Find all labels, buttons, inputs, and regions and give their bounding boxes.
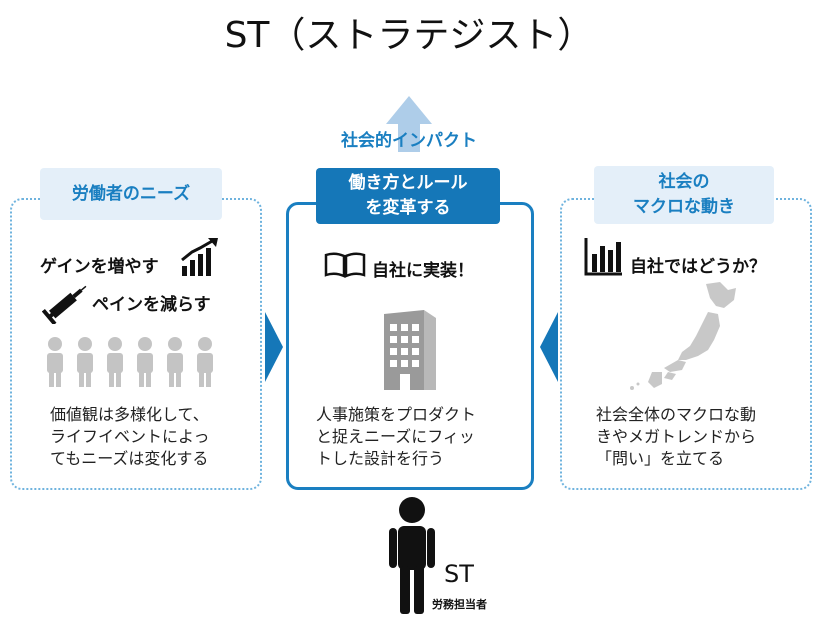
gain-text: ゲインを増やす xyxy=(40,257,159,277)
bar-chart-icon xyxy=(584,238,622,276)
impact-arrow-icon xyxy=(386,96,432,152)
desc-line: ライフイベントによっ xyxy=(50,427,210,446)
desc-line: てもニーズは変化する xyxy=(50,449,209,468)
implement-text: 自社に実装！ xyxy=(372,261,474,281)
desc-line: 人事施策をプロダクト xyxy=(316,405,477,424)
book-icon xyxy=(324,252,366,278)
arrow-right-icon xyxy=(265,312,283,382)
desc-line: 価値観は多様化して、 xyxy=(50,405,209,424)
macro-trend-label: 社会の マクロな動き xyxy=(594,166,774,224)
pain-text: ペインを減らす xyxy=(92,295,211,315)
people-group-icon xyxy=(47,337,213,387)
japan-map-icon xyxy=(630,282,736,390)
person-role: ST xyxy=(444,560,474,588)
desc-line: きやメガトレンドから xyxy=(596,427,757,446)
growth-chart-icon xyxy=(181,238,218,276)
person-icon xyxy=(389,497,435,614)
arrow-left-icon xyxy=(540,312,558,382)
person-title: 労務担当者 xyxy=(432,598,487,611)
page-title: ST（ストラテジスト） xyxy=(224,15,594,56)
reform-label-line: 働き方とルール xyxy=(348,173,468,193)
desc-line: トした設計を行う xyxy=(316,449,445,468)
office-building-icon xyxy=(364,302,456,394)
reform-label: 働き方とルール を変革する xyxy=(316,168,500,224)
worker-needs-label: 労働者のニーズ xyxy=(40,168,222,220)
macro-label-line: マクロな動き xyxy=(633,197,735,217)
worker-needs-description: 価値観は多様化して、 ライフイベントによっ てもニーズは変化する xyxy=(50,404,210,470)
question-text: 自社ではどうか？ xyxy=(630,257,766,277)
desc-line: 社会全体のマクロな動 xyxy=(596,405,757,424)
reform-description: 人事施策をプロダクト と捉えニーズにフィッ トした設計を行う xyxy=(316,404,476,470)
desc-line: と捉えニーズにフィッ xyxy=(316,427,475,446)
macro-trend-description: 社会全体のマクロな動 きやメガトレンドから 「問い」を立てる xyxy=(596,404,756,470)
syringe-icon xyxy=(42,285,87,324)
desc-line: 「問い」を立てる xyxy=(596,449,725,468)
impact-label: 社会的インパクト xyxy=(341,131,477,151)
macro-label-line: 社会の xyxy=(658,172,710,192)
reform-label-line: を変革する xyxy=(365,198,451,218)
